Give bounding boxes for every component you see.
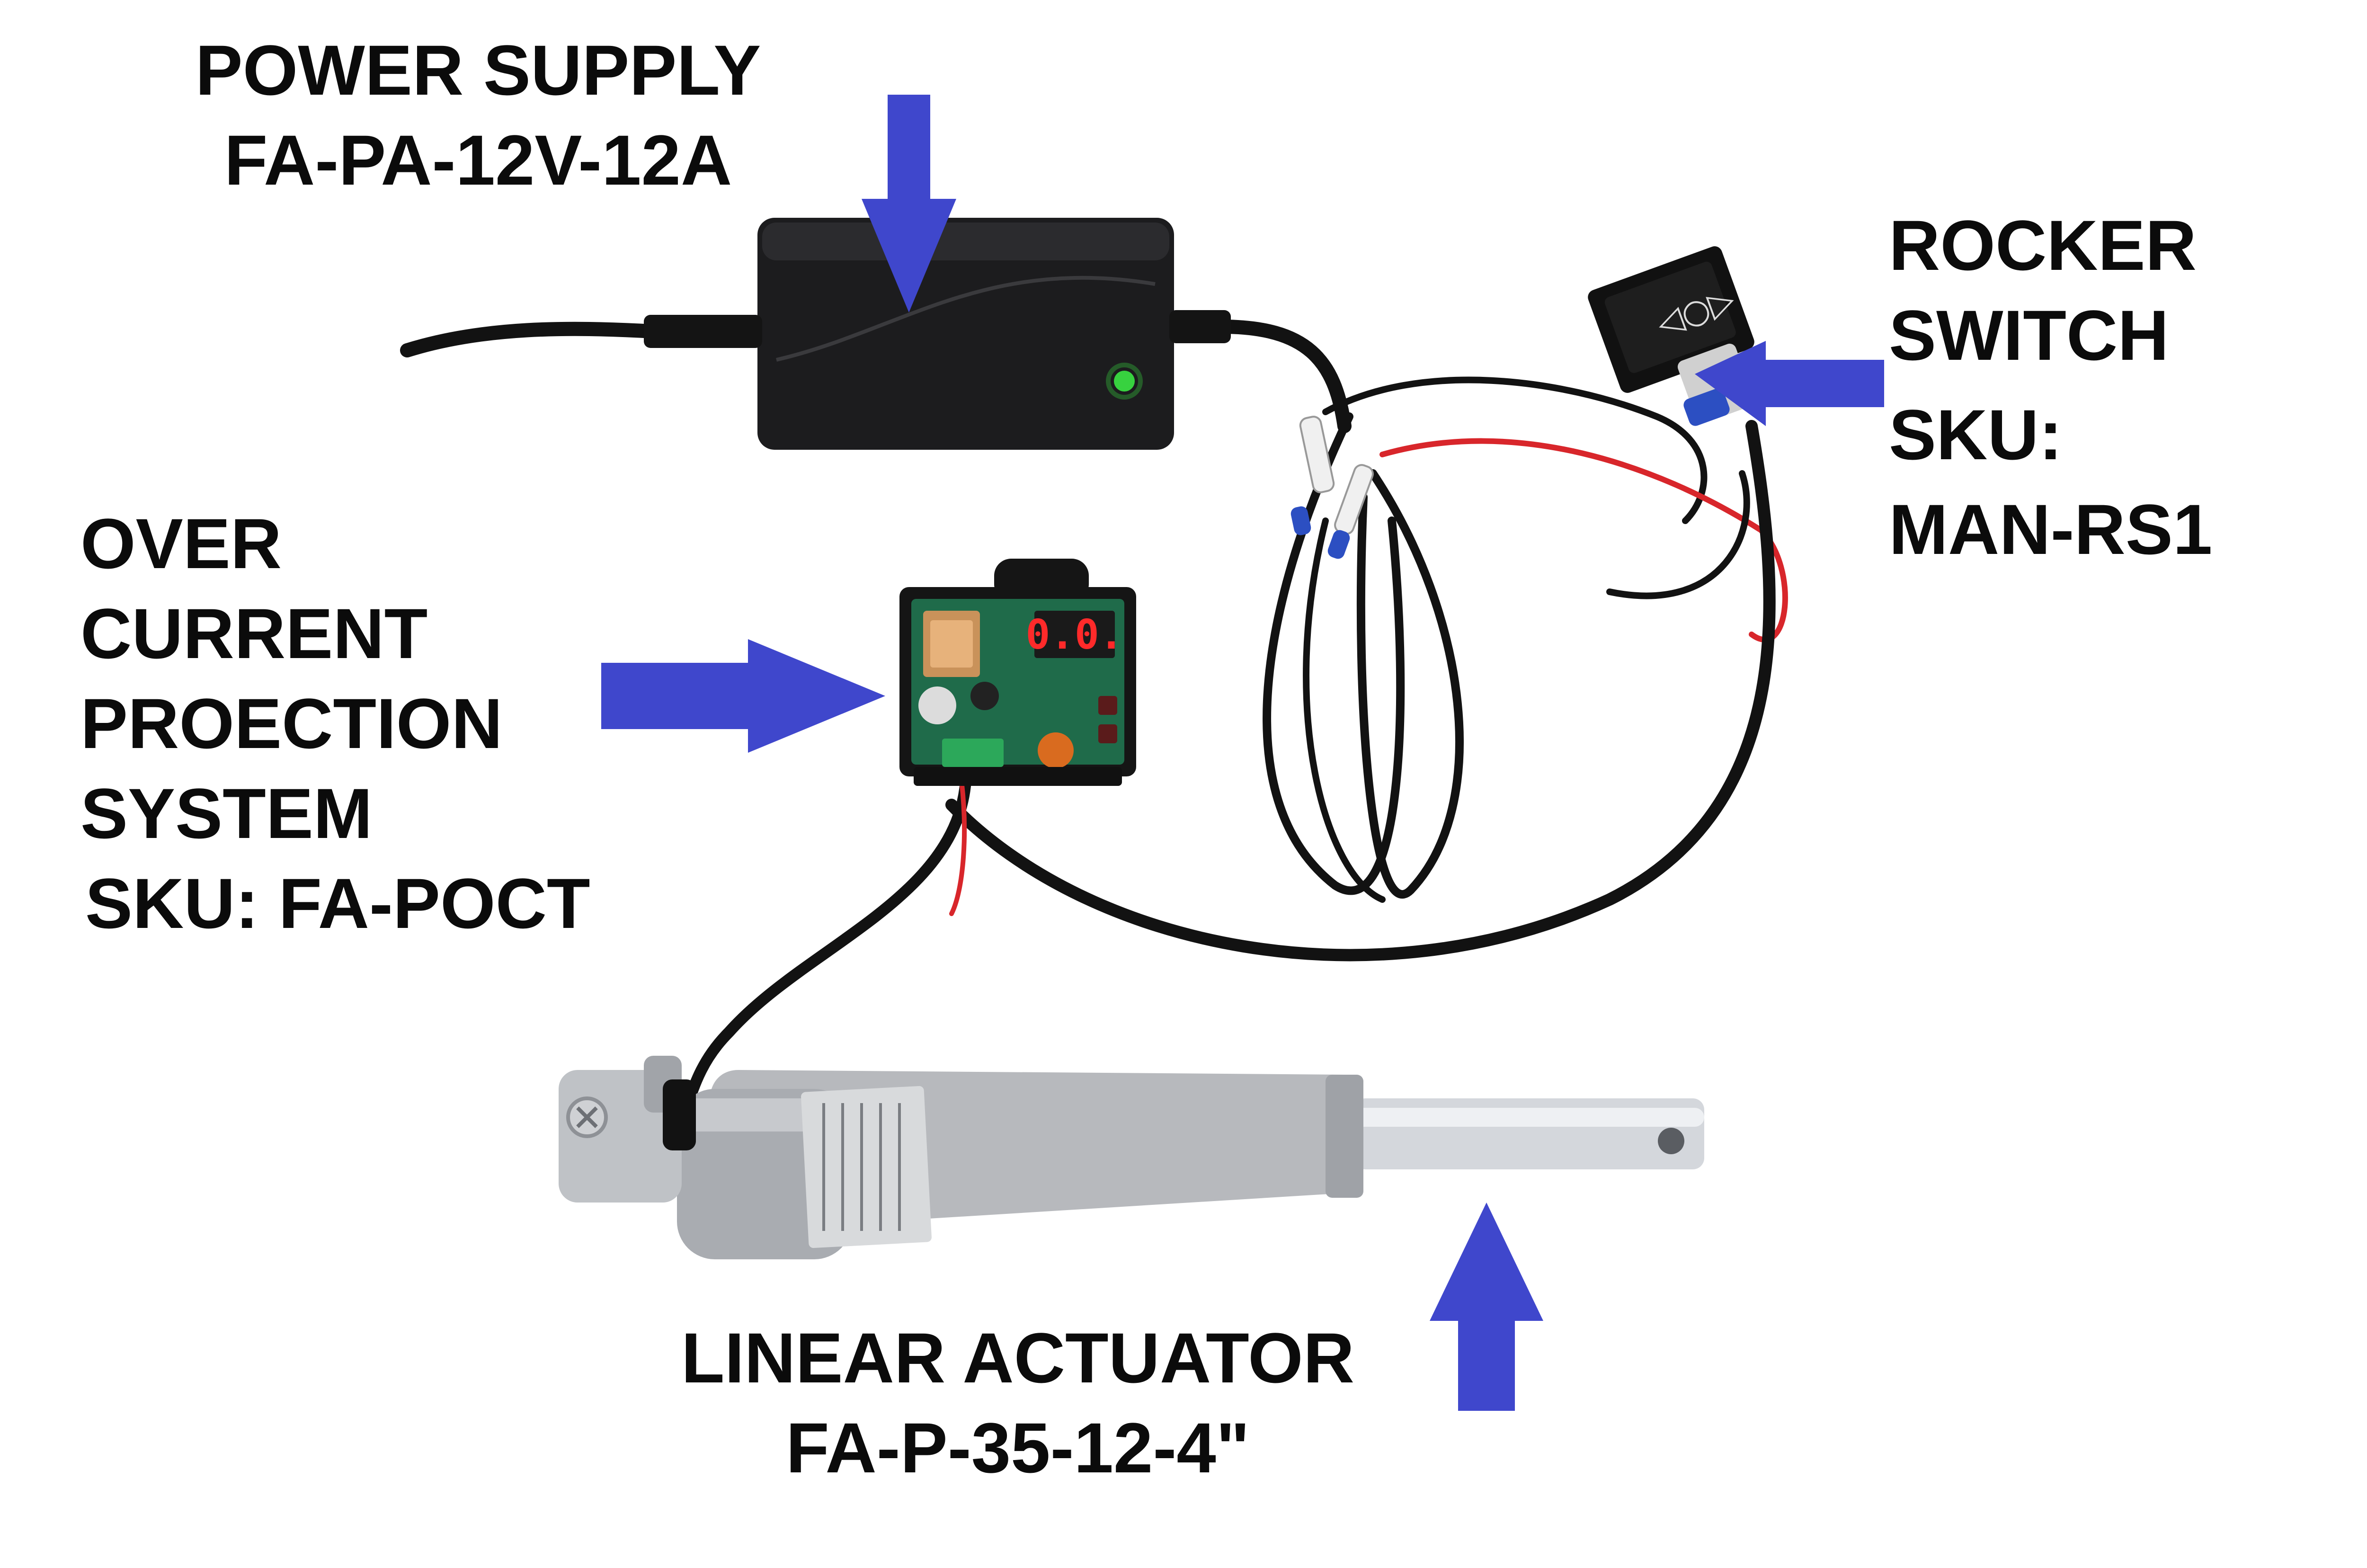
harness-loop-a	[1263, 412, 1405, 895]
ocp-capacitor	[1038, 732, 1074, 768]
harness-connectors	[1290, 416, 1374, 559]
rocker-switch-label-line3: SKU:	[1889, 395, 2063, 474]
ocp-label-line2: CURRENT	[80, 594, 427, 673]
ocp-label-line1: OVER	[80, 504, 282, 583]
rocker-switch-label-line2: SWITCH	[1889, 295, 2169, 375]
actuator-cable-gland	[663, 1079, 696, 1150]
harness-loop-b	[1356, 469, 1464, 899]
ocp-terminal-block	[942, 739, 1004, 767]
status-led-icon	[1114, 371, 1135, 392]
ocp-display	[1034, 611, 1115, 658]
down-arrow-icon	[862, 95, 956, 312]
ocp-label-line3: PROECTION	[80, 684, 503, 763]
power-supply	[644, 218, 1231, 450]
ocp-to-actuator-cable	[676, 775, 971, 1128]
up-arrow-icon	[1430, 1203, 1543, 1411]
actuator-label-line1: LINEAR ACTUATOR	[681, 1318, 1354, 1398]
cables	[400, 320, 1788, 1128]
mains-cord	[400, 321, 660, 357]
switch-return-wire	[1606, 470, 1750, 599]
harness-loop-c	[1303, 517, 1386, 903]
rocker-switch-label-line4: MAN-RS1	[1889, 490, 2212, 569]
power-supply-strain-relief-left	[644, 315, 762, 348]
actuator-label-line2: FA-P-35-12-4"	[786, 1408, 1250, 1488]
actuator-rod-hole	[1658, 1128, 1684, 1154]
actuator-sticker	[801, 1086, 932, 1248]
power-supply-label-line1: POWER SUPPLY	[196, 30, 761, 110]
power-supply-strain-relief-right	[1169, 310, 1231, 343]
ocp-module: 0.0.	[899, 559, 1136, 786]
power-supply-body	[757, 218, 1174, 450]
arrows	[601, 95, 1884, 1411]
switch-black-wire	[1322, 376, 1708, 524]
left-arrow-icon	[1695, 341, 1884, 426]
right-arrow-icon	[601, 639, 885, 753]
ocp-display-readout: 0.0.	[1025, 611, 1123, 659]
switch-red-wire	[1379, 438, 1788, 642]
ocp-label-line5: SKU: FA-POCT	[85, 864, 590, 943]
labels: POWER SUPPLY FA-PA-12V-12A ROCKER SWITCH…	[80, 30, 2212, 1488]
ocp-red-lead	[949, 774, 967, 916]
rocker-switch-label-line1: ROCKER	[1889, 205, 2197, 285]
linear-actuator	[559, 1056, 1704, 1259]
dc-output-cable	[1214, 320, 1352, 433]
ocp-to-switch-cable	[945, 420, 1776, 962]
ocp-label-line4: SYSTEM	[80, 774, 373, 853]
power-supply-label-line2: FA-PA-12V-12A	[224, 120, 732, 200]
